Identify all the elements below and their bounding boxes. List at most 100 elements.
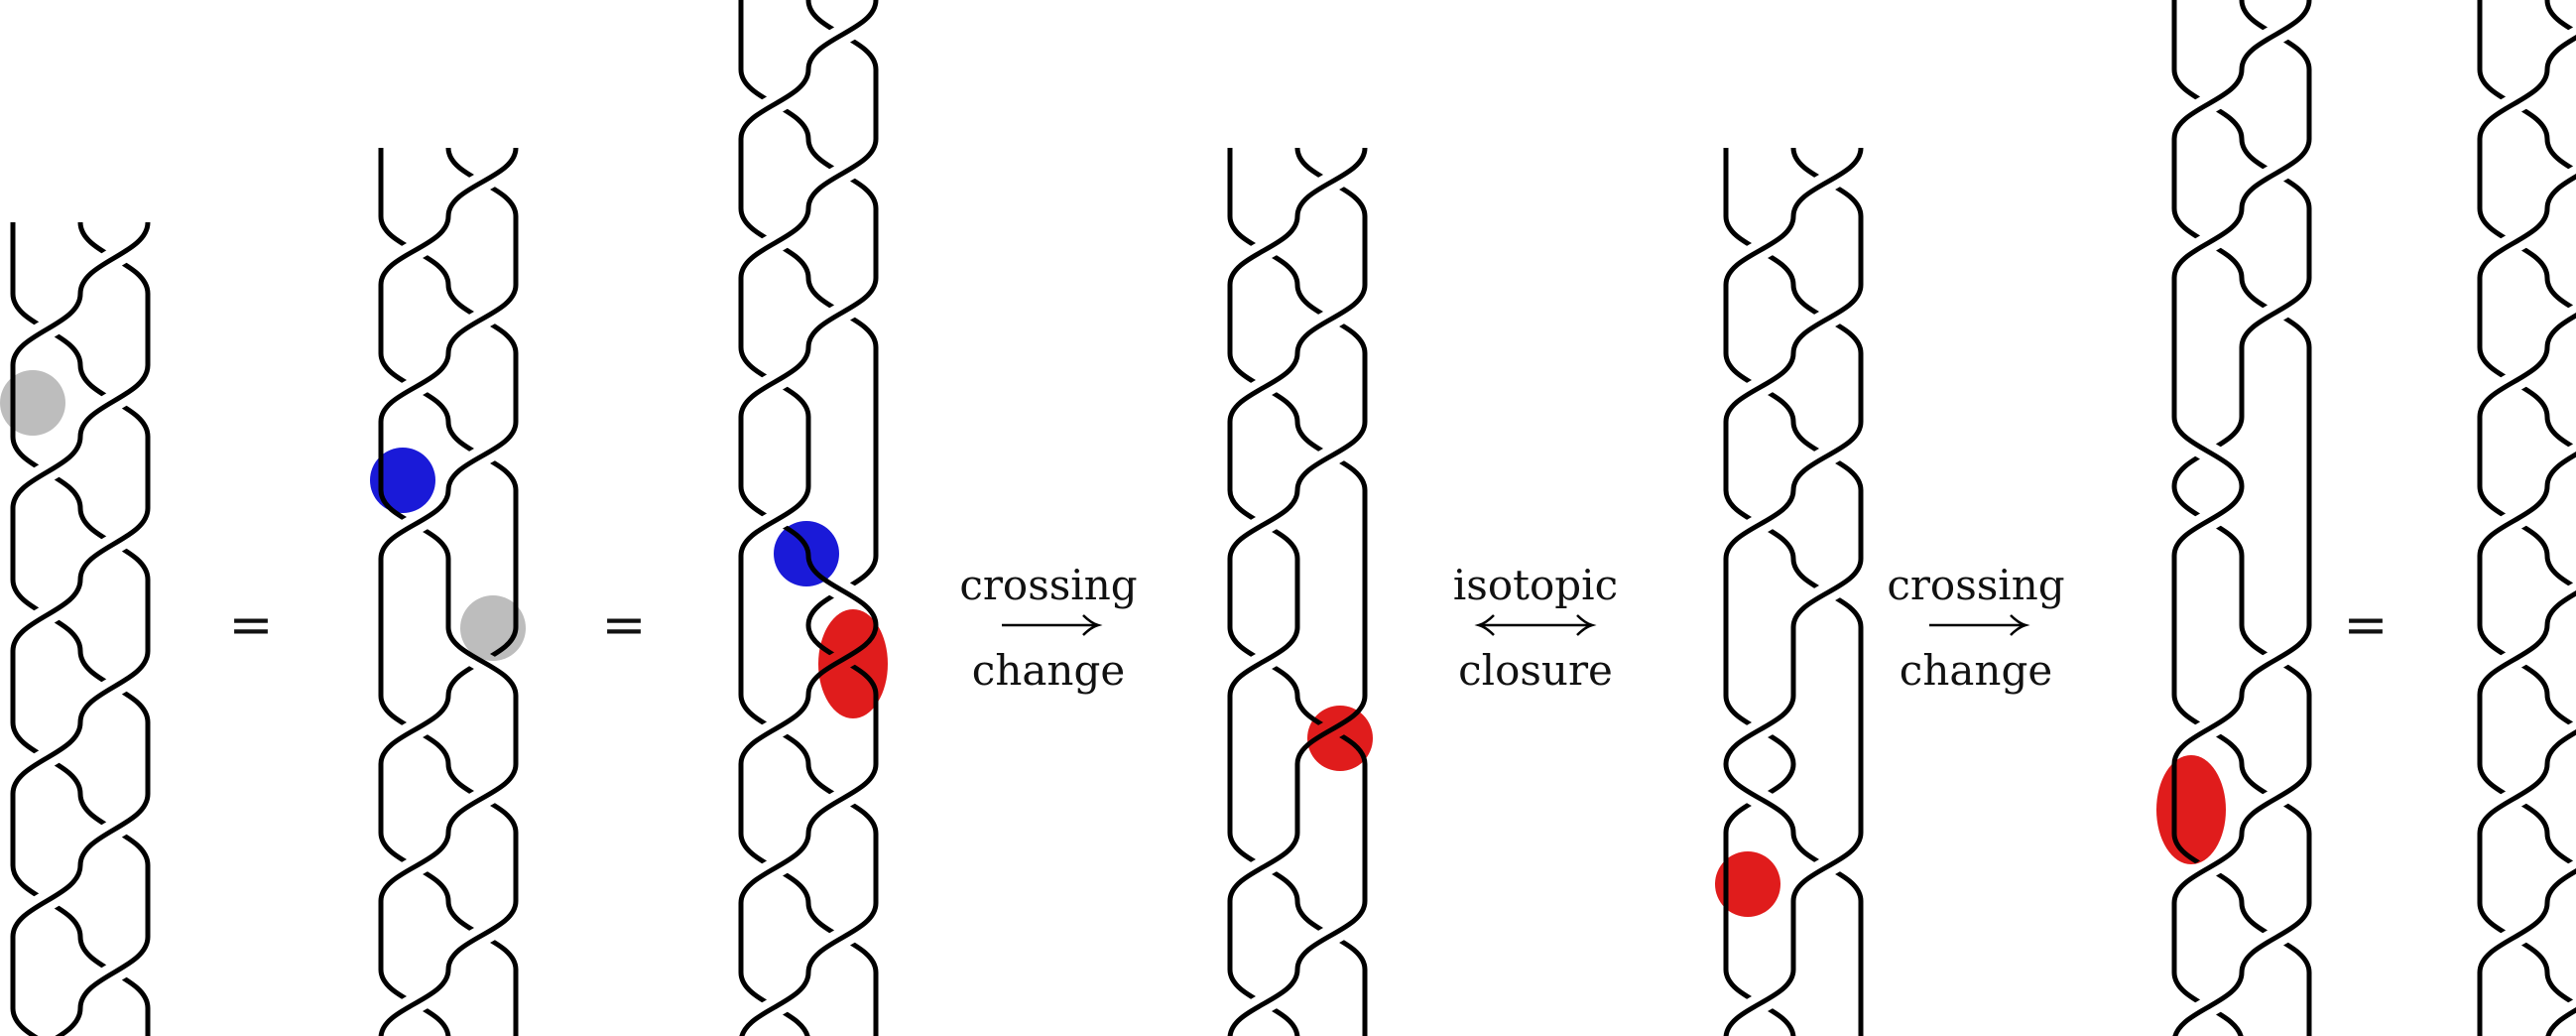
over-strand	[1294, 147, 1368, 217]
transition-label-top: isotopic	[1453, 561, 1618, 609]
right-arrow-icon	[1002, 614, 1103, 636]
over-strand	[445, 284, 519, 354]
transition-label-bottom: closure	[1458, 646, 1613, 695]
over-strand	[2239, 763, 2312, 835]
braid-3	[730, 0, 887, 1036]
over-strand	[77, 221, 151, 295]
over-strand	[445, 626, 519, 697]
red-crossing-marker	[2156, 755, 2226, 864]
crossing-gap	[731, 971, 819, 1036]
red-crossing-marker	[1715, 851, 1780, 917]
braid-6	[2163, 0, 2320, 1036]
over-strand	[738, 485, 811, 557]
over-strand	[738, 694, 811, 765]
over-strand	[1790, 147, 1864, 217]
transition-crossing-change-1: crossing change	[959, 561, 1137, 695]
over-strand	[445, 147, 519, 217]
over-strand	[2544, 589, 2576, 626]
over-strand	[1227, 215, 1300, 286]
equals-sign-2: =	[601, 593, 646, 656]
over-strand	[738, 833, 811, 904]
over-strand	[2477, 485, 2550, 557]
over-strand	[2477, 346, 2550, 418]
over-strand	[2544, 728, 2576, 765]
over-strand	[1227, 969, 1300, 1036]
gray-crossing-marker	[460, 595, 526, 661]
under-strand	[2544, 555, 2576, 591]
over-strand	[77, 936, 151, 1009]
over-strand	[77, 793, 151, 866]
crossing-gap	[39, 1006, 91, 1036]
over-strand	[378, 695, 451, 765]
over-strand	[55, 1007, 83, 1036]
over-strand	[378, 832, 451, 902]
transition-label-bottom: change	[1900, 646, 2052, 695]
over-strand	[1790, 558, 1864, 628]
over-strand	[10, 721, 83, 795]
under-strand	[2544, 138, 2576, 175]
over-strand	[10, 436, 83, 509]
over-strand	[1294, 421, 1368, 491]
over-strand	[2172, 971, 2245, 1036]
over-strand	[2477, 624, 2550, 696]
over-strand	[2239, 624, 2312, 696]
red-crossing-marker	[1307, 706, 1373, 771]
braid-4	[1219, 146, 1376, 1036]
over-strand	[2171, 207, 2245, 279]
over-strand	[2477, 763, 2550, 835]
equals-sign-3: =	[2343, 593, 2388, 656]
over-strand	[10, 864, 83, 938]
over-strand	[805, 138, 879, 209]
over-strand	[378, 489, 451, 560]
over-strand	[1227, 626, 1300, 697]
double-arrow-icon	[1474, 614, 1597, 636]
over-strand	[1790, 421, 1864, 491]
over-strand	[1227, 352, 1300, 423]
over-strand	[738, 207, 811, 279]
over-strand	[2171, 68, 2245, 140]
over-strand	[739, 971, 811, 1036]
over-strand	[2239, 0, 2312, 70]
over-strand	[10, 293, 83, 366]
over-strand	[378, 352, 451, 423]
over-strand	[378, 215, 451, 286]
over-strand	[2544, 451, 2576, 487]
over-strand	[445, 900, 519, 971]
transition-label-bottom: change	[972, 646, 1125, 695]
equals-sign-1: =	[228, 593, 273, 656]
over-strand	[445, 763, 519, 834]
over-strand	[1227, 489, 1300, 560]
under-strand	[2544, 277, 2576, 314]
over-strand	[2477, 902, 2550, 973]
over-strand	[2544, 173, 2576, 209]
under-strand	[2544, 694, 2576, 730]
over-strand	[2544, 34, 2576, 70]
over-strand	[77, 364, 151, 438]
over-strand	[1790, 284, 1864, 354]
over-strand	[2171, 694, 2245, 765]
over-strand	[2477, 68, 2550, 140]
over-strand	[2171, 833, 2245, 904]
over-strand	[1294, 900, 1368, 971]
over-strand	[1294, 284, 1368, 354]
under-strand	[10, 1007, 39, 1036]
over-strand	[2544, 312, 2576, 348]
over-strand	[738, 346, 811, 418]
over-strand	[77, 650, 151, 723]
over-strand	[2171, 485, 2245, 557]
gray-crossing-marker	[0, 370, 65, 436]
over-strand	[378, 969, 451, 1036]
over-strand	[1723, 352, 1796, 423]
over-strand	[738, 68, 811, 140]
over-strand	[1790, 832, 1864, 902]
crossing-gap	[2164, 971, 2253, 1036]
over-strand	[77, 507, 151, 581]
blue-crossing-marker	[370, 448, 435, 513]
right-arrow-icon	[1929, 614, 2030, 636]
transition-label-top: crossing	[959, 561, 1137, 609]
braid-5	[1715, 146, 1872, 1036]
over-strand	[10, 579, 83, 652]
over-strand	[2239, 277, 2312, 348]
transition-label-top: crossing	[1887, 561, 2064, 609]
over-strand	[1723, 695, 1796, 765]
